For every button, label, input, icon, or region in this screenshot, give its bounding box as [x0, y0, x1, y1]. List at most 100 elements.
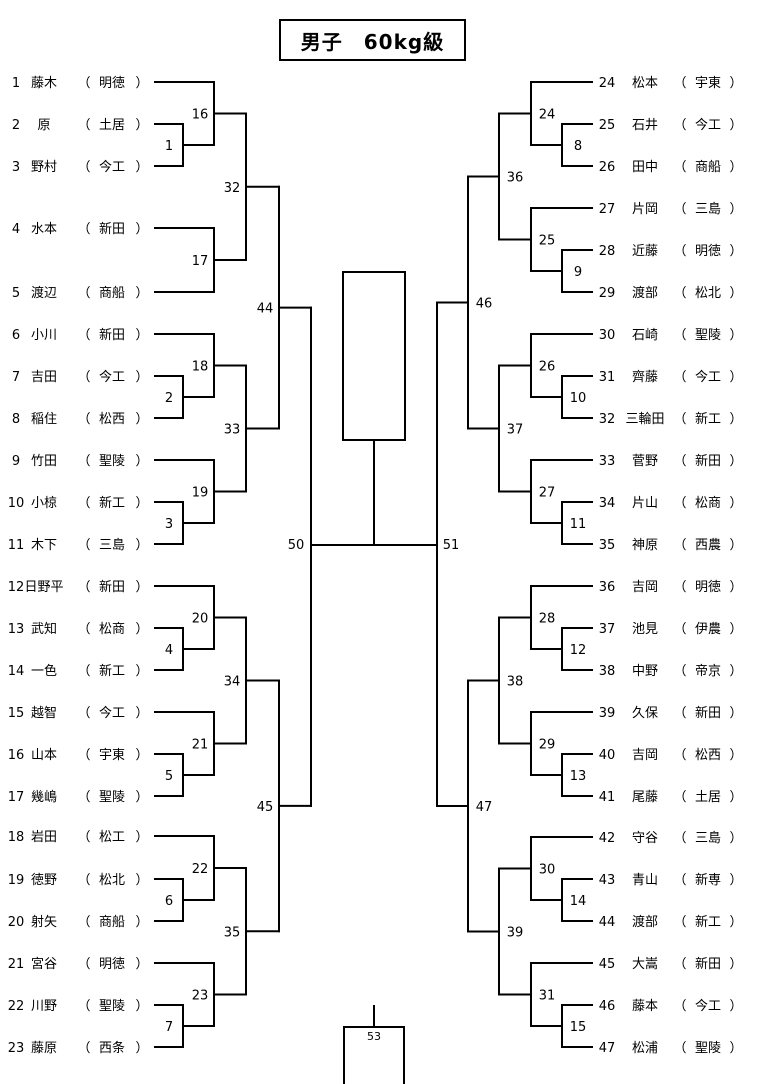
team-name: 新田: [695, 705, 721, 721]
match-number: 37: [507, 423, 524, 438]
match-number: 18: [192, 360, 209, 375]
bracket-paren: ）: [729, 76, 742, 91]
bracket-paren: ）: [135, 1041, 148, 1056]
player-name: 吉岡: [632, 748, 658, 763]
bracket-paren: ）: [729, 328, 742, 343]
entry-number: 27: [599, 202, 616, 217]
player-name: 小川: [31, 328, 57, 343]
bracket-paren: ）: [729, 538, 742, 553]
player-name: 藤木: [31, 76, 57, 91]
entry-number: 32: [599, 412, 616, 427]
team-name: 今工: [99, 369, 125, 385]
match-number: 22: [192, 862, 209, 877]
bracket-paren: ）: [135, 915, 148, 930]
team-name: 宇東: [695, 75, 721, 91]
bracket-paren: （: [673, 622, 686, 637]
match-number: 50: [288, 538, 305, 553]
bracket-paren: （: [673, 538, 686, 553]
match-number: 39: [507, 926, 524, 941]
player-name: 徳野: [31, 873, 57, 888]
team-name: 聖陵: [695, 1041, 721, 1056]
entry-number: 36: [599, 580, 616, 595]
match-number: 5: [165, 769, 173, 784]
bracket-paren: （: [673, 915, 686, 930]
bracket-paren: （: [673, 286, 686, 301]
match-number: 13: [570, 769, 587, 784]
team-name: 新工: [99, 663, 125, 679]
team-name: 新田: [695, 956, 721, 972]
match-number: 34: [224, 675, 241, 690]
bracket-paren: （: [77, 222, 90, 237]
team-name: 宇東: [99, 747, 125, 763]
bracket-paren: （: [77, 454, 90, 469]
entry-number: 33: [599, 454, 616, 469]
entry-number: 20: [8, 915, 25, 930]
match-number: 26: [539, 360, 556, 375]
team-name: 商船: [99, 915, 125, 930]
entry-number: 8: [12, 412, 20, 427]
entry-number: 14: [8, 664, 25, 679]
bracket-paren: ）: [135, 160, 148, 175]
bracket-paren: ）: [135, 454, 148, 469]
bracket-paren: （: [673, 202, 686, 217]
bracket-paren: ）: [729, 957, 742, 972]
player-name: 岩田: [31, 830, 57, 845]
bracket-paren: ）: [135, 957, 148, 972]
player-name: 齊藤: [632, 370, 658, 385]
team-name: 土居: [695, 790, 721, 805]
match-number: 31: [539, 989, 556, 1004]
entry-number: 40: [599, 748, 616, 763]
bracket-paren: （: [77, 538, 90, 553]
bracket-paren: ）: [729, 1041, 742, 1056]
entry-number: 28: [599, 244, 616, 259]
entry-number: 29: [599, 286, 616, 301]
bracket-paren: （: [77, 496, 90, 511]
entry-number: 18: [8, 830, 25, 845]
team-name: 聖陵: [99, 999, 125, 1014]
bracket-paren: （: [673, 999, 686, 1014]
entry-number: 13: [8, 622, 25, 637]
match-number: 45: [257, 800, 274, 815]
bracket-paren: （: [77, 328, 90, 343]
match-number: 12: [570, 643, 587, 658]
player-name: 久保: [632, 706, 658, 721]
bracket-paren: ）: [135, 622, 148, 637]
player-name: 池見: [632, 622, 658, 637]
match-number: 3: [165, 517, 173, 532]
entry-number: 17: [8, 790, 25, 805]
player-name: 大嵩: [632, 957, 658, 972]
bracket-paren: ）: [729, 873, 742, 888]
team-name: 松工: [99, 830, 125, 845]
bracket-paren: （: [77, 76, 90, 91]
bracket-paren: ）: [135, 412, 148, 427]
team-name: 新田: [99, 579, 125, 595]
bracket-paren: （: [77, 580, 90, 595]
bracket-paren: （: [673, 957, 686, 972]
bracket-paren: （: [77, 370, 90, 385]
bracket-paren: （: [673, 370, 686, 385]
entry-number: 34: [599, 496, 616, 511]
bracket-paren: （: [77, 957, 90, 972]
match-number: 23: [192, 989, 209, 1004]
match-number: 27: [539, 486, 556, 501]
player-name: 一色: [31, 663, 57, 679]
bracket-paren: ）: [729, 496, 742, 511]
bracket-paren: （: [673, 790, 686, 805]
bracket-paren: ）: [135, 76, 148, 91]
team-name: 明徳: [695, 244, 721, 259]
player-name: 越智: [31, 706, 57, 721]
team-name: 松西: [99, 412, 125, 427]
team-name: 三島: [695, 202, 721, 217]
bracket-paren: ）: [135, 118, 148, 133]
bracket-paren: （: [673, 118, 686, 133]
player-name: 石崎: [632, 328, 658, 343]
entry-number: 47: [599, 1041, 616, 1056]
bracket-paren: ）: [135, 664, 148, 679]
bracket-paren: （: [673, 1041, 686, 1056]
player-name: 幾嶋: [31, 790, 57, 805]
entry-number: 19: [8, 873, 25, 888]
bracket-paren: （: [673, 244, 686, 259]
team-name: 新田: [99, 327, 125, 343]
entry-number: 2: [12, 118, 20, 133]
team-name: 新工: [695, 411, 721, 427]
